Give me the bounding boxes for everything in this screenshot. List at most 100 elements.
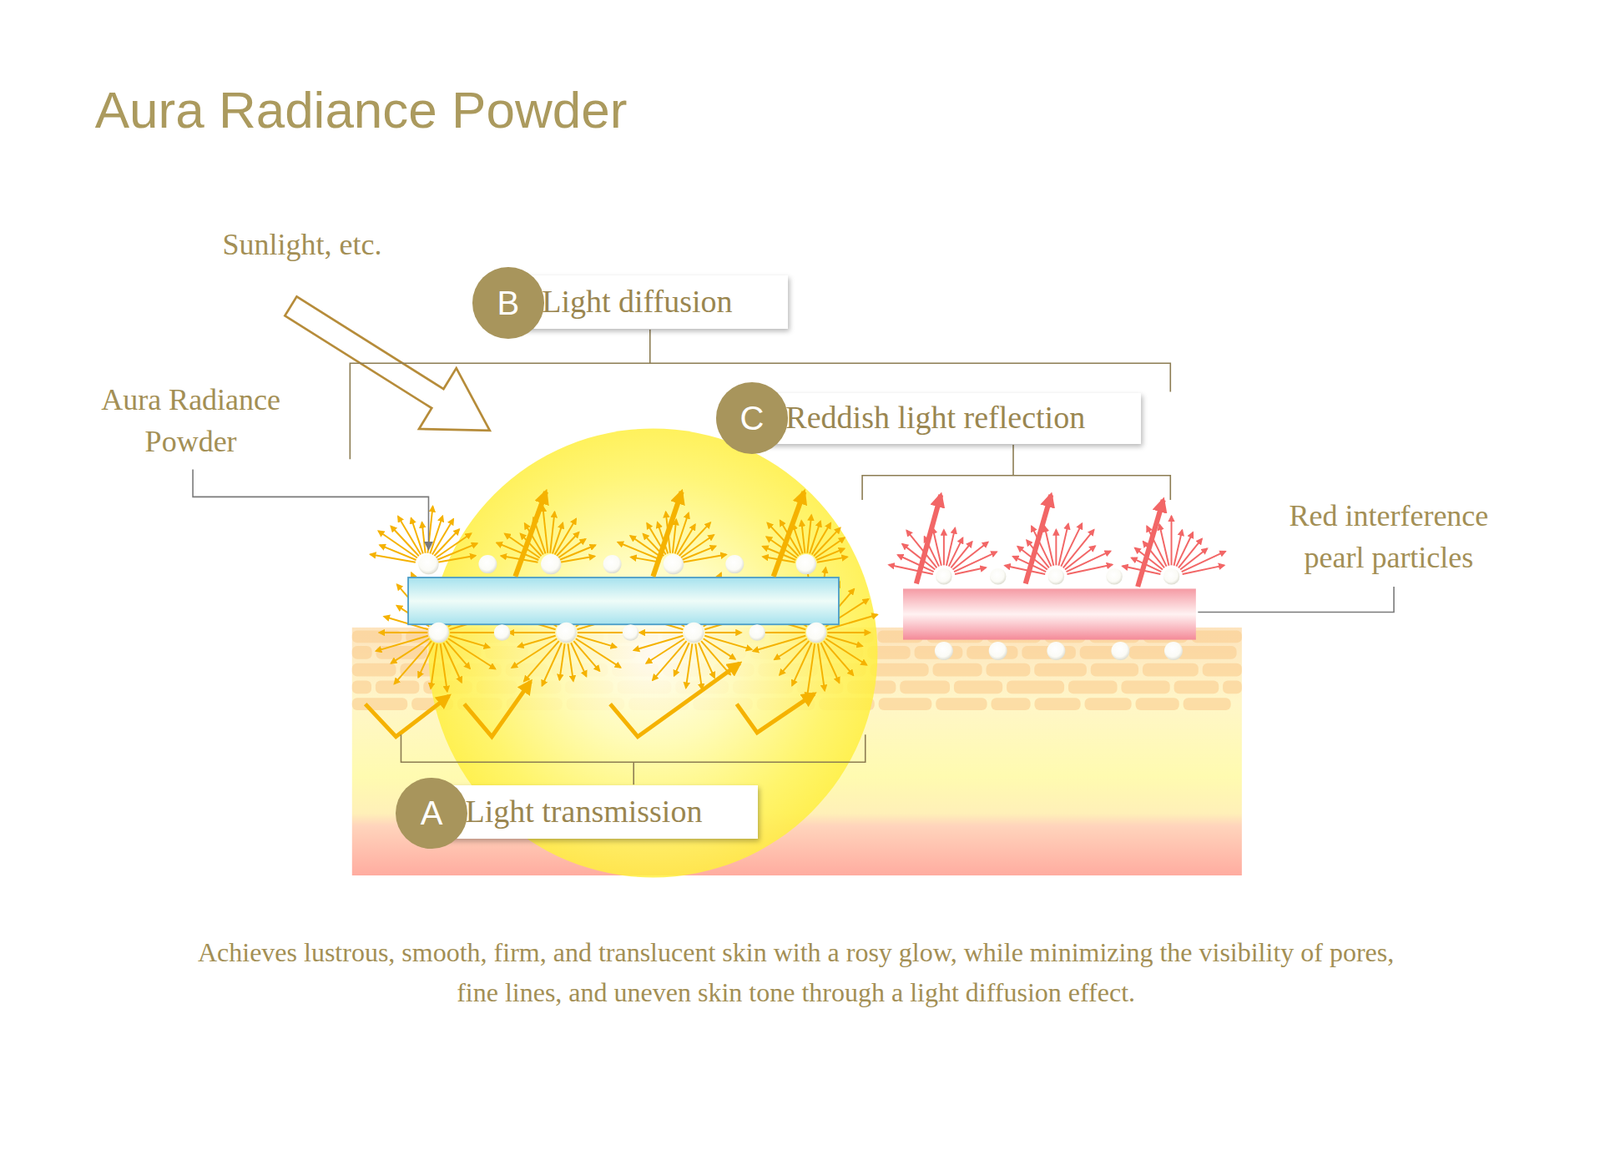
surface-rays xyxy=(370,505,848,562)
skin-cell xyxy=(1183,697,1232,711)
light-ray xyxy=(682,555,727,563)
light-ray xyxy=(435,533,471,558)
light-ray xyxy=(1066,550,1111,572)
bracket-b xyxy=(349,363,1171,460)
powder-particle xyxy=(989,641,1008,661)
skin-cell xyxy=(1202,663,1242,677)
light-ray xyxy=(449,635,490,648)
light-ray xyxy=(518,635,556,647)
skin-cell xyxy=(1085,697,1132,711)
skin-cell xyxy=(1142,663,1199,677)
skin-cell xyxy=(1222,680,1242,694)
light-ray xyxy=(559,643,565,680)
title: Aura Radiance Powder xyxy=(95,81,628,139)
light-ray xyxy=(943,529,945,566)
reddish-rays xyxy=(888,515,1226,575)
powder-particle xyxy=(1110,641,1130,661)
light-ray xyxy=(1174,529,1183,566)
bracket-c-stem xyxy=(1012,444,1015,476)
light-ray xyxy=(390,638,430,664)
callout-circle: A xyxy=(395,777,468,850)
callout-label: Light transmission xyxy=(464,794,702,830)
light-ray xyxy=(567,643,573,682)
light-ray xyxy=(695,643,702,690)
main-ray xyxy=(652,491,682,576)
main-ray xyxy=(514,491,546,576)
light-ray xyxy=(378,530,418,558)
light-ray xyxy=(393,641,431,684)
light-ray xyxy=(430,643,438,689)
caption: Achieves lustrous, smooth, firm, and tra… xyxy=(195,932,1398,1013)
light-ray xyxy=(432,519,454,555)
light-ray xyxy=(817,556,848,562)
brackets xyxy=(349,329,1171,785)
skin-cell xyxy=(1174,680,1220,694)
skin-cell xyxy=(933,663,983,677)
skin-cell xyxy=(1176,646,1237,660)
annotation-label: Sunlight, etc. xyxy=(222,223,383,266)
light-ray xyxy=(1181,551,1226,572)
light-ray xyxy=(575,638,621,668)
light-ray xyxy=(698,642,715,678)
light-ray xyxy=(633,635,683,651)
pearl-leader xyxy=(1197,586,1394,613)
light-ray xyxy=(570,642,586,677)
light-ray xyxy=(888,565,934,575)
skin-cell xyxy=(1120,680,1170,694)
skin-cell xyxy=(869,663,929,677)
powder-particle xyxy=(935,568,953,586)
powder-particle xyxy=(796,554,817,575)
powder-particle xyxy=(934,641,954,661)
callout: Light diffusionB xyxy=(472,267,788,339)
main-ray xyxy=(1137,499,1164,587)
powder-particle xyxy=(725,555,744,574)
callout-letter: C xyxy=(740,401,765,435)
light-ray xyxy=(807,514,812,554)
callout-letter: A xyxy=(420,796,444,830)
light-ray xyxy=(448,638,495,669)
skin-cell xyxy=(352,663,397,677)
light-ray xyxy=(411,518,424,555)
light-ray xyxy=(436,543,477,561)
light-ray xyxy=(370,554,416,563)
light-ray xyxy=(827,631,871,634)
powder-particle xyxy=(1046,641,1065,661)
light-ray xyxy=(946,528,955,566)
light-ray xyxy=(509,631,556,634)
light-ray xyxy=(952,541,988,570)
light-ray xyxy=(440,643,448,692)
powder-particle xyxy=(806,622,827,643)
powder-particle xyxy=(622,624,640,642)
light-ray xyxy=(576,635,616,648)
skin-cell xyxy=(878,697,933,711)
powder-particle xyxy=(478,555,497,574)
light-ray xyxy=(817,643,825,691)
callout-circle: C xyxy=(716,382,788,455)
light-ray xyxy=(555,519,577,556)
light-ray xyxy=(449,631,502,634)
light-ray xyxy=(686,643,693,688)
skin-cell xyxy=(352,697,408,711)
callout: Light transmission A xyxy=(395,777,758,850)
callout: Reddish light reflectionC xyxy=(716,382,1141,455)
callout-letter: B xyxy=(496,286,520,320)
powder-particle xyxy=(1048,568,1065,586)
light-ray xyxy=(617,542,662,561)
bracket-c xyxy=(862,475,1171,500)
light-ray xyxy=(542,505,548,553)
light-ray xyxy=(1058,524,1069,566)
light-ray xyxy=(652,641,687,681)
main-ray xyxy=(1025,494,1052,584)
light-ray xyxy=(950,541,972,568)
leader-lines xyxy=(192,469,1394,612)
light-ray xyxy=(801,520,805,554)
light-ray xyxy=(705,631,742,634)
skin-cell xyxy=(953,680,1003,694)
light-ray xyxy=(1004,565,1045,575)
callout-circle: B xyxy=(472,267,545,339)
skin-cell xyxy=(1034,663,1087,677)
main-ray xyxy=(916,494,941,584)
powder-particle xyxy=(683,622,704,643)
powder-particle xyxy=(555,622,576,643)
skin-cell xyxy=(1068,680,1118,694)
